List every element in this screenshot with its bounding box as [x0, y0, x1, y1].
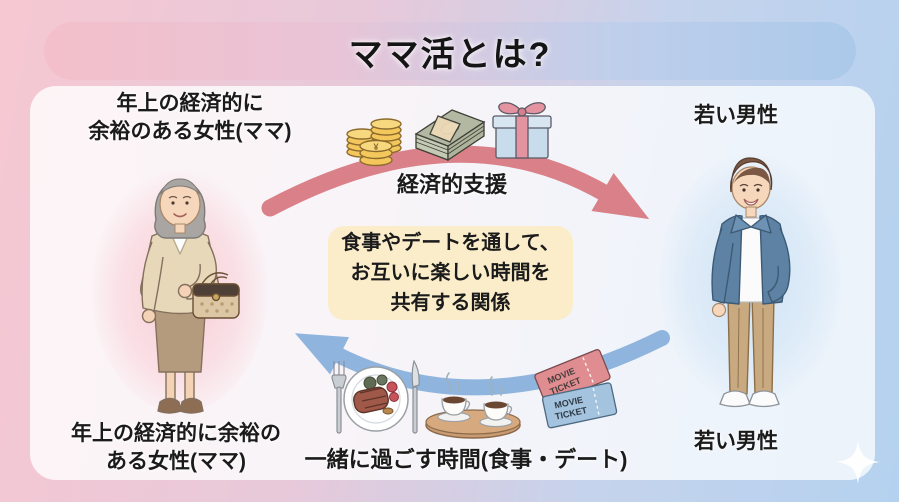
relationship-line-1: 食事やデートを通して、 [341, 232, 560, 254]
label-mama-top-line2: 余裕のある女性(ママ) [88, 120, 292, 144]
label-young-man-top: 若い男性 [694, 104, 778, 127]
banknotes-icon [414, 109, 486, 162]
gift-icon [492, 102, 552, 159]
time-flow-label: 一緒に過ごす時間(食事・デート) [304, 447, 628, 472]
time-icons: MOVIE TICKET MOVIE TICKET [331, 349, 618, 439]
man-illustration [659, 154, 843, 408]
coins-icon: ¥ [346, 118, 402, 167]
yen-symbol: ¥ [373, 142, 378, 152]
relationship-note-box: 食事やデートを通して、 お互いに楽しい時間を 共有する関係 [328, 226, 573, 320]
relationship-line-2: お互いに楽しい時間を [350, 262, 551, 284]
knife-icon [411, 359, 420, 434]
content-panel: ¥ 経済的支援 食事やデートを通 [30, 86, 880, 484]
support-icons: ¥ [346, 102, 552, 167]
support-flow-label: 経済的支援 [396, 172, 507, 197]
relationship-line-3: 共有する関係 [390, 292, 511, 314]
movie-tickets-icon: MOVIE TICKET MOVIE TICKET [534, 349, 618, 429]
page-title: ママ活とは? [348, 35, 552, 74]
label-mama-bottom-line1: 年上の経済的に余裕の [71, 422, 281, 445]
fork-icon [331, 361, 347, 434]
label-young-man-bottom: 若い男性 [694, 430, 778, 453]
label-mama-top-line1: 年上の経済的に [116, 92, 264, 115]
title-banner: ママ活とは? [44, 22, 856, 80]
sparkle-icon [836, 440, 880, 484]
meal-icon [343, 366, 409, 432]
label-mama-bottom-line2: ある女性(ママ) [106, 450, 246, 474]
label-mama-bottom: 年上の経済的に余裕の ある女性(ママ) [31, 420, 321, 477]
coffee-icon [425, 372, 521, 439]
label-mama-top: 年上の経済的に 余裕のある女性(ママ) [50, 90, 330, 147]
woman-illustration [92, 168, 268, 414]
